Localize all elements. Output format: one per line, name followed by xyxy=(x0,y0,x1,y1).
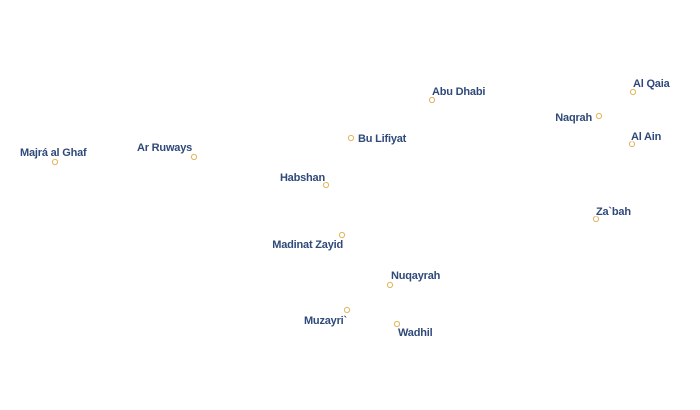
place-marker[interactable] xyxy=(322,181,330,189)
place-marker[interactable] xyxy=(51,158,59,166)
place-al-qaia[interactable]: Al Qaia xyxy=(629,77,672,96)
place-majra-al-ghaf[interactable]: Majrá al Ghaf xyxy=(19,146,89,166)
place-label: Madinat Zayid xyxy=(272,239,343,251)
place-marker[interactable] xyxy=(628,140,636,148)
place-label: Wadhil xyxy=(398,327,433,339)
place-marker[interactable] xyxy=(190,153,198,161)
place-madinat-zayid[interactable]: Madinat Zayid xyxy=(271,231,346,253)
place-ar-ruways[interactable]: Ar Ruways xyxy=(136,141,198,161)
place-label: Za`bah xyxy=(596,206,631,218)
place-marker[interactable] xyxy=(386,281,394,289)
place-marker[interactable] xyxy=(338,231,346,239)
place-bu-lifiyat[interactable]: Bu Lifiyat xyxy=(347,132,408,147)
place-al-ain[interactable]: Al Ain xyxy=(628,130,663,148)
place-label: Ar Ruways xyxy=(137,142,192,154)
place-label: Muzayri` xyxy=(304,315,348,327)
place-label: Bu Lifiyat xyxy=(358,133,407,145)
place-label: Al Qaia xyxy=(633,78,671,90)
place-muzayri[interactable]: Muzayri` xyxy=(302,306,351,329)
place-zabah[interactable]: Za`bah xyxy=(592,205,633,223)
place-label: Majrá al Ghaf xyxy=(20,147,87,159)
place-naqrah[interactable]: Naqrah xyxy=(554,111,603,126)
place-label: Naqrah xyxy=(555,112,592,124)
place-marker[interactable] xyxy=(393,320,401,328)
place-abu-dhabi[interactable]: Abu Dhabi xyxy=(428,85,487,104)
place-marker[interactable] xyxy=(343,306,351,314)
place-marker[interactable] xyxy=(347,134,355,142)
place-marker[interactable] xyxy=(629,88,637,96)
place-marker[interactable] xyxy=(592,215,600,223)
place-habshan[interactable]: Habshan xyxy=(278,171,330,189)
place-label: Nuqayrah xyxy=(391,270,441,282)
place-marker[interactable] xyxy=(428,96,436,104)
place-nuqayrah[interactable]: Nuqayrah xyxy=(386,269,442,289)
place-wadhil[interactable]: Wadhil xyxy=(393,320,434,341)
place-label: Al Ain xyxy=(631,131,662,143)
place-label: Abu Dhabi xyxy=(432,86,485,98)
place-marker[interactable] xyxy=(595,112,603,120)
place-label: Habshan xyxy=(280,172,326,184)
